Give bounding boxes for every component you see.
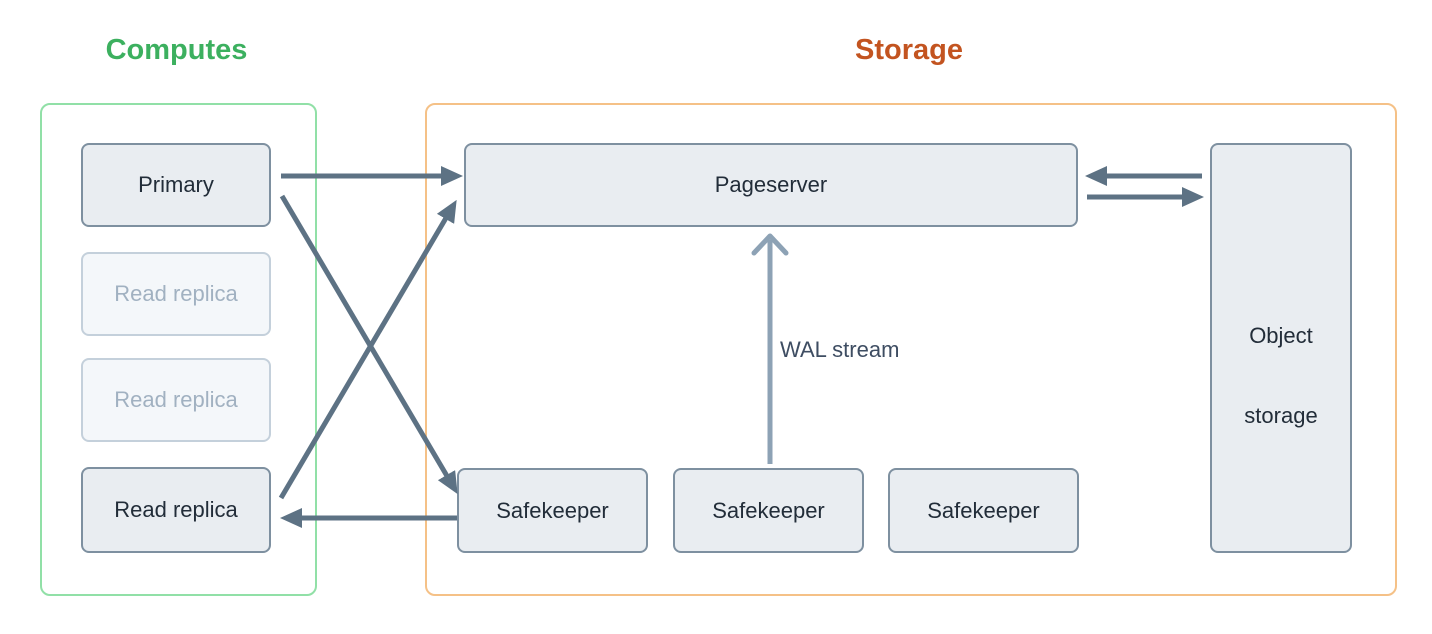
node-safekeeper-2: Safekeeper (673, 468, 864, 553)
object-storage-label-line2: storage (1244, 403, 1318, 428)
object-storage-label-line1: Object (1249, 323, 1313, 348)
computes-group-title: Computes (105, 34, 248, 66)
node-safekeeper-3: Safekeeper (888, 468, 1079, 553)
node-pageserver: Pageserver (464, 143, 1078, 227)
object-storage-label: Object storage (1244, 323, 1317, 429)
node-read-replica-1: Read replica (81, 252, 271, 336)
storage-group-title: Storage (855, 34, 963, 66)
node-primary: Primary (81, 143, 271, 227)
node-read-replica-2: Read replica (81, 358, 271, 442)
node-read-replica-3: Read replica (81, 467, 271, 553)
node-object-storage: Object storage (1210, 143, 1352, 553)
wal-stream-label: WAL stream (780, 337, 900, 362)
node-safekeeper-1: Safekeeper (457, 468, 648, 553)
